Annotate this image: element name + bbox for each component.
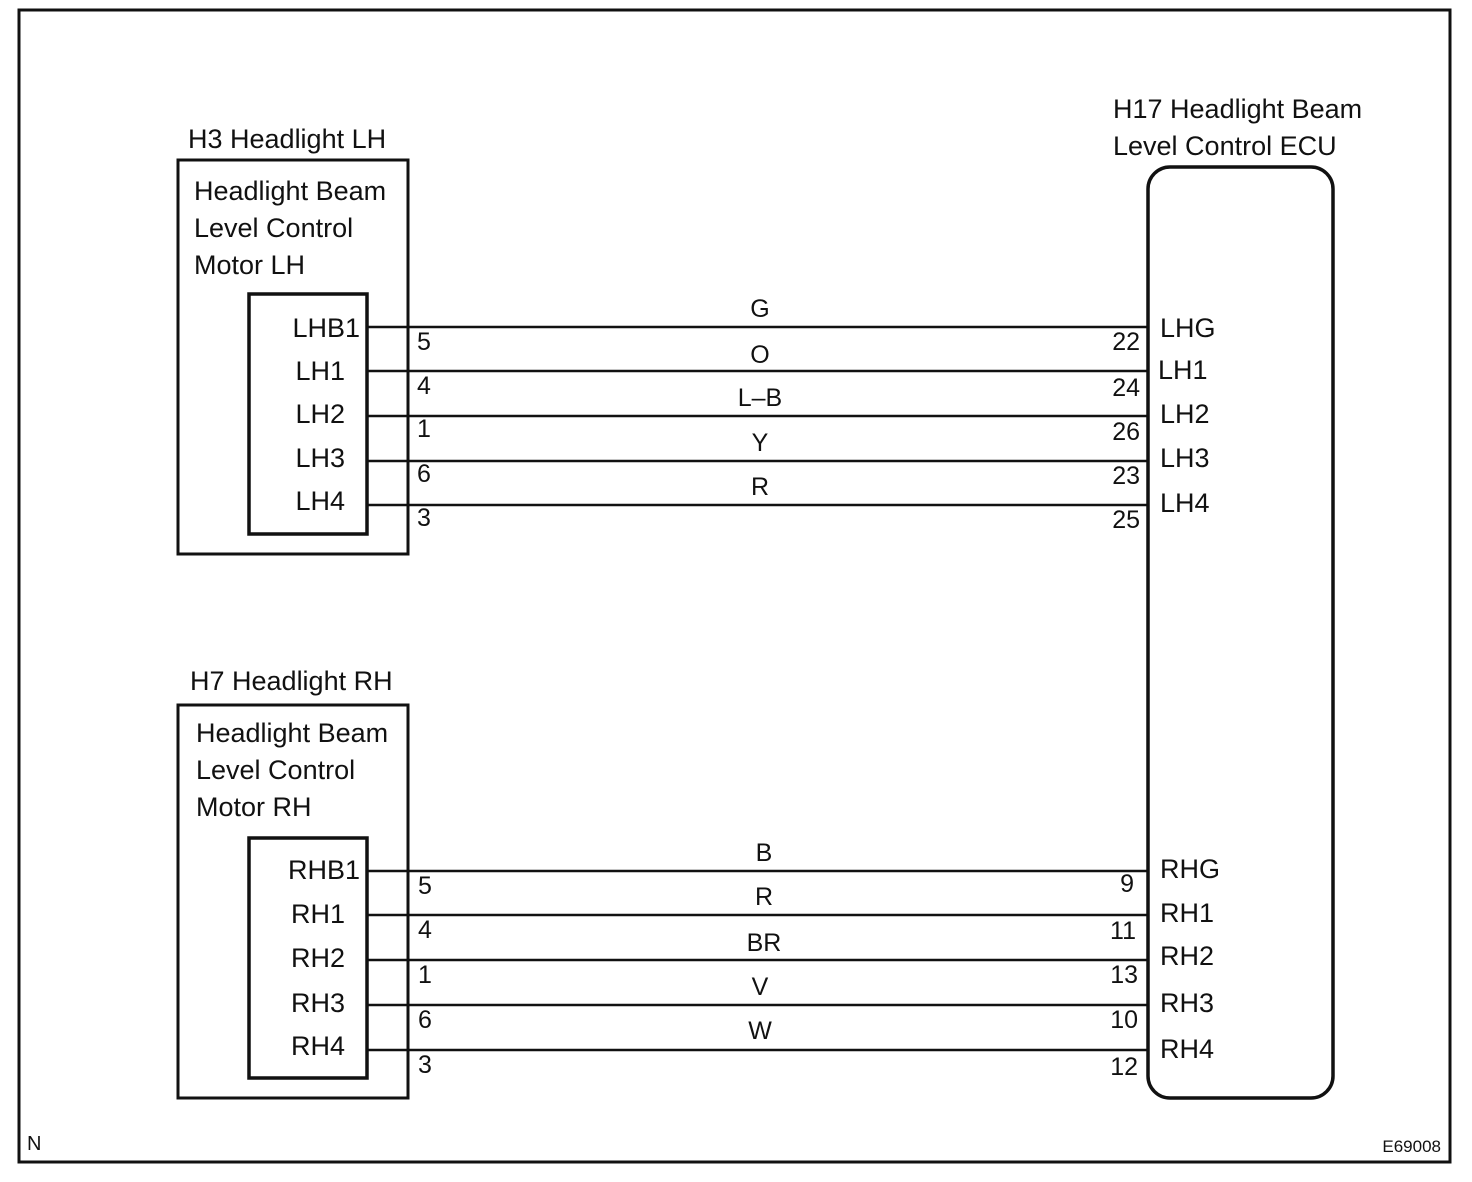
rh-wire-color-label: R: [755, 883, 773, 911]
ecu-terminal-label: LH4: [1160, 488, 1210, 518]
lh-motor-connector-box: [247, 292, 369, 536]
ecu-terminal-label: RH3: [1160, 988, 1214, 1018]
rh-wire-harness: [367, 869, 1148, 1052]
lh-motor-pin-number: 4: [417, 372, 431, 400]
rh-motor-pin-number: 1: [418, 961, 432, 989]
rh-motor-pin-number: 4: [418, 916, 432, 944]
lh-connector-title: H3 Headlight LH: [188, 124, 386, 154]
lh-wire-color-label: Y: [752, 429, 769, 457]
lh-wire-harness: [367, 325, 1148, 507]
rh-component-name-line2: Level Control: [196, 755, 355, 785]
lh-motor-pin-number: 5: [417, 328, 431, 356]
lh-terminal-label: LH1: [295, 356, 345, 386]
rh-motor-pin-number: 3: [418, 1051, 432, 1079]
lh-motor-pin-number: 3: [417, 504, 431, 532]
rh-ecu-pin-number: 9: [1120, 870, 1134, 898]
lh-component-name-line2: Level Control: [194, 213, 353, 243]
rh-ecu-pin-number: 13: [1110, 961, 1138, 989]
lh-terminal-label: LHB1: [292, 313, 360, 343]
rh-wire-color-label: W: [748, 1017, 772, 1045]
ecu-box: [1146, 165, 1335, 1100]
lh-ecu-pin-number: 26: [1112, 418, 1140, 446]
footer-left-mark: N: [27, 1133, 41, 1155]
rh-motor-pin-number: 5: [418, 872, 432, 900]
lh-headlight-box: [176, 158, 410, 556]
lh-component-name-line3: Motor LH: [194, 250, 305, 280]
lh-wire-color-label: L–B: [738, 384, 782, 412]
ecu-title-line1: H17 Headlight Beam: [1113, 94, 1362, 124]
rh-wire-colors: B R BR V W: [747, 839, 782, 1045]
ecu-terminal-label: LHG: [1160, 313, 1216, 343]
ecu-terminal-label: RH4: [1160, 1034, 1214, 1064]
lh-ecu-pin-number: 22: [1112, 328, 1140, 356]
rh-connector-title: H7 Headlight RH: [190, 666, 393, 696]
diagram-frame: [17, 8, 1452, 1164]
lh-wire-color-label: R: [751, 473, 769, 501]
lh-terminal-label: LH4: [295, 486, 345, 516]
rh-component-name-line1: Headlight Beam: [196, 718, 388, 748]
ecu-title-line2: Level Control ECU: [1113, 131, 1337, 161]
lh-motor-pin-number: 1: [417, 415, 431, 443]
lh-wire-color-label: G: [750, 295, 769, 323]
lh-terminal-label: LH2: [295, 399, 345, 429]
rh-motor-connector-box: [247, 836, 369, 1080]
ecu-lh-terminals: LHG LH1 LH2 LH3 LH4: [1158, 313, 1216, 518]
rh-terminal-label: RHB1: [288, 855, 360, 885]
rh-motor-terminals: RHB1 RH1 RH2 RH3 RH4: [288, 855, 360, 1061]
ecu-terminal-label: LH3: [1160, 443, 1210, 473]
lh-motor-pin-number: 6: [417, 460, 431, 488]
rh-wire-color-label: BR: [747, 929, 782, 957]
lh-ecu-pin-number: 25: [1112, 506, 1140, 534]
rh-headlight-box: [176, 703, 410, 1100]
rh-terminal-label: RH4: [291, 1031, 345, 1061]
rh-ecu-pin-number: 10: [1110, 1006, 1138, 1034]
rh-motor-pin-numbers: 5 4 1 6 3: [418, 872, 432, 1079]
lh-ecu-pin-number: 24: [1112, 374, 1140, 402]
lh-ecu-pin-numbers: 22 24 26 23 25: [1112, 328, 1140, 534]
rh-terminal-label: RH1: [291, 899, 345, 929]
rh-motor-pin-number: 6: [418, 1006, 432, 1034]
rh-ecu-pin-number: 12: [1110, 1053, 1138, 1081]
rh-component-name-line3: Motor RH: [196, 792, 312, 822]
ecu-terminal-label: LH1: [1158, 355, 1208, 385]
ecu-rh-terminals: RHG RH1 RH2 RH3 RH4: [1160, 854, 1220, 1064]
lh-terminal-label: LH3: [295, 443, 345, 473]
lh-wire-colors: G O L–B Y R: [738, 295, 782, 501]
rh-ecu-pin-numbers: 9 11 13 10 12: [1110, 870, 1138, 1081]
rh-wire-color-label: B: [756, 839, 773, 867]
figure-code: E69008: [1382, 1137, 1441, 1156]
lh-wire-color-label: O: [750, 341, 769, 369]
rh-wire-color-label: V: [752, 973, 769, 1001]
lh-ecu-pin-number: 23: [1112, 462, 1140, 490]
lh-component-name-line1: Headlight Beam: [194, 176, 386, 206]
lh-motor-terminals: LHB1 LH1 LH2 LH3 LH4: [292, 313, 360, 516]
lh-motor-pin-numbers: 5 4 1 6 3: [417, 328, 431, 532]
rh-ecu-pin-number: 11: [1110, 917, 1136, 945]
rh-terminal-label: RH3: [291, 988, 345, 1018]
ecu-terminal-label: RH1: [1160, 898, 1214, 928]
ecu-terminal-label: LH2: [1160, 399, 1210, 429]
ecu-terminal-label: RH2: [1160, 941, 1214, 971]
rh-terminal-label: RH2: [291, 943, 345, 973]
ecu-terminal-label: RHG: [1160, 854, 1220, 884]
